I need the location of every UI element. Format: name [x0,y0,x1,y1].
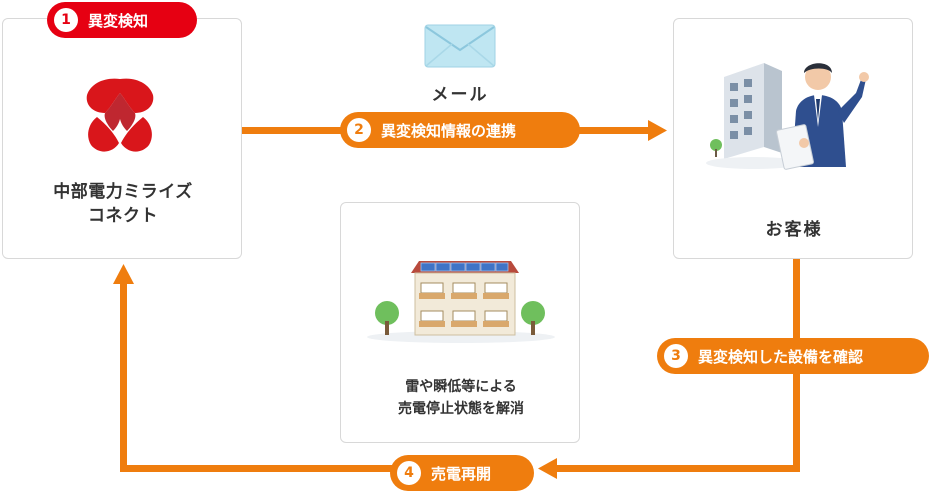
step-1-badge: 1 異変検知 [47,2,197,38]
company-name-line1: 中部電力ミライズ [53,182,193,202]
house-caption-line2: 売電停止状態を解消 [398,401,524,417]
step-1-label: 異変検知 [88,11,149,30]
customer-card: お客様 [673,18,913,259]
step-4-label: 売電再開 [431,464,492,483]
step-2-badge: 2 異変検知情報の連携 [340,112,580,148]
company-card: 中部電力ミライズ コネクト [2,18,242,259]
envelope-icon [424,24,496,68]
house-caption-line1: 雷や瞬低等による [405,379,517,395]
step-2-number: 2 [347,118,371,142]
arrow-to-company [113,264,400,472]
customer-label: お客様 [765,220,823,240]
step-3-badge: 3 異変検知した設備を確認 [657,338,929,374]
mail-label: メール [431,85,489,105]
step-4-number: 4 [397,461,421,485]
company-name-line2: コネクト [88,206,158,226]
step-2-label: 異変検知情報の連携 [381,121,517,140]
house-card: 雷や瞬低等による 売電停止状態を解消 [340,202,580,443]
step-3-label: 異変検知した設備を確認 [698,347,864,366]
chubu-logo-icon [86,78,154,152]
step-3-number: 3 [664,344,688,368]
step-1-number: 1 [54,8,78,32]
step-4-badge: 4 売電再開 [390,455,534,491]
apartment-solar-icon [367,261,555,343]
businessman-building-icon [706,63,869,170]
